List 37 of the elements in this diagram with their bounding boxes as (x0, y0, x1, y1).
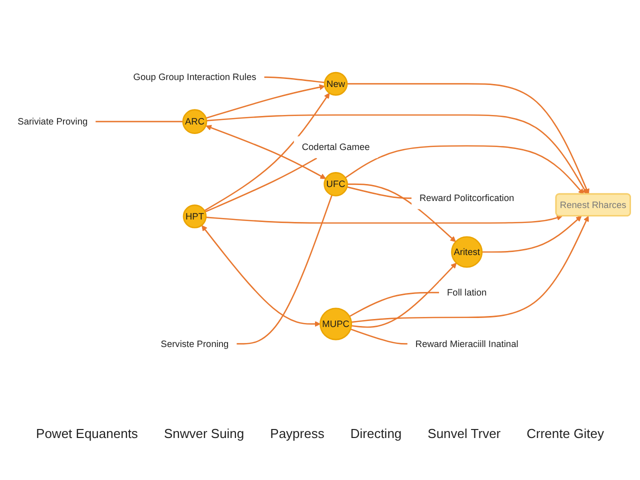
node-circle: ARC (182, 108, 208, 134)
node-circle: Aritest (451, 236, 483, 268)
connector (349, 291, 440, 316)
side-label: Sunvel Trver (428, 426, 501, 442)
side-label: Crrente Gitey (526, 426, 604, 442)
arrow (347, 82, 590, 194)
connector (350, 328, 408, 344)
side-label: Snwver Suing (164, 426, 244, 442)
node-text: Reward Politcorfication (420, 192, 514, 203)
arrow (204, 92, 330, 211)
side-label: Directing (350, 426, 402, 442)
arrow (206, 114, 588, 194)
arrow (482, 215, 582, 252)
node-circle: UFC (324, 172, 348, 196)
node-text: Serviste Proning (160, 338, 229, 348)
node-circle: MUPC (320, 307, 352, 340)
node-text: Foll lation (447, 286, 487, 298)
arrow (206, 124, 326, 178)
node-circle: HPT (182, 204, 207, 228)
arrow (351, 215, 589, 322)
node-text: Sariviate Proving (18, 115, 88, 126)
arrow (206, 214, 562, 224)
side-label: Powet Equanents (36, 426, 138, 442)
connector (264, 76, 325, 83)
arrow (206, 84, 326, 118)
connector (96, 120, 183, 122)
arrow (351, 262, 457, 328)
node-text: Goup Group Interaction Rules (133, 71, 256, 82)
arrow (202, 224, 320, 326)
arrow (347, 183, 456, 242)
node-text: Reward Mieraciill Inatinal (415, 338, 518, 348)
connector (204, 157, 318, 212)
arrow (344, 144, 584, 194)
node-circle: New (324, 71, 348, 96)
connector (236, 194, 333, 344)
side-label: Paypress (270, 426, 324, 442)
connector (346, 186, 412, 198)
